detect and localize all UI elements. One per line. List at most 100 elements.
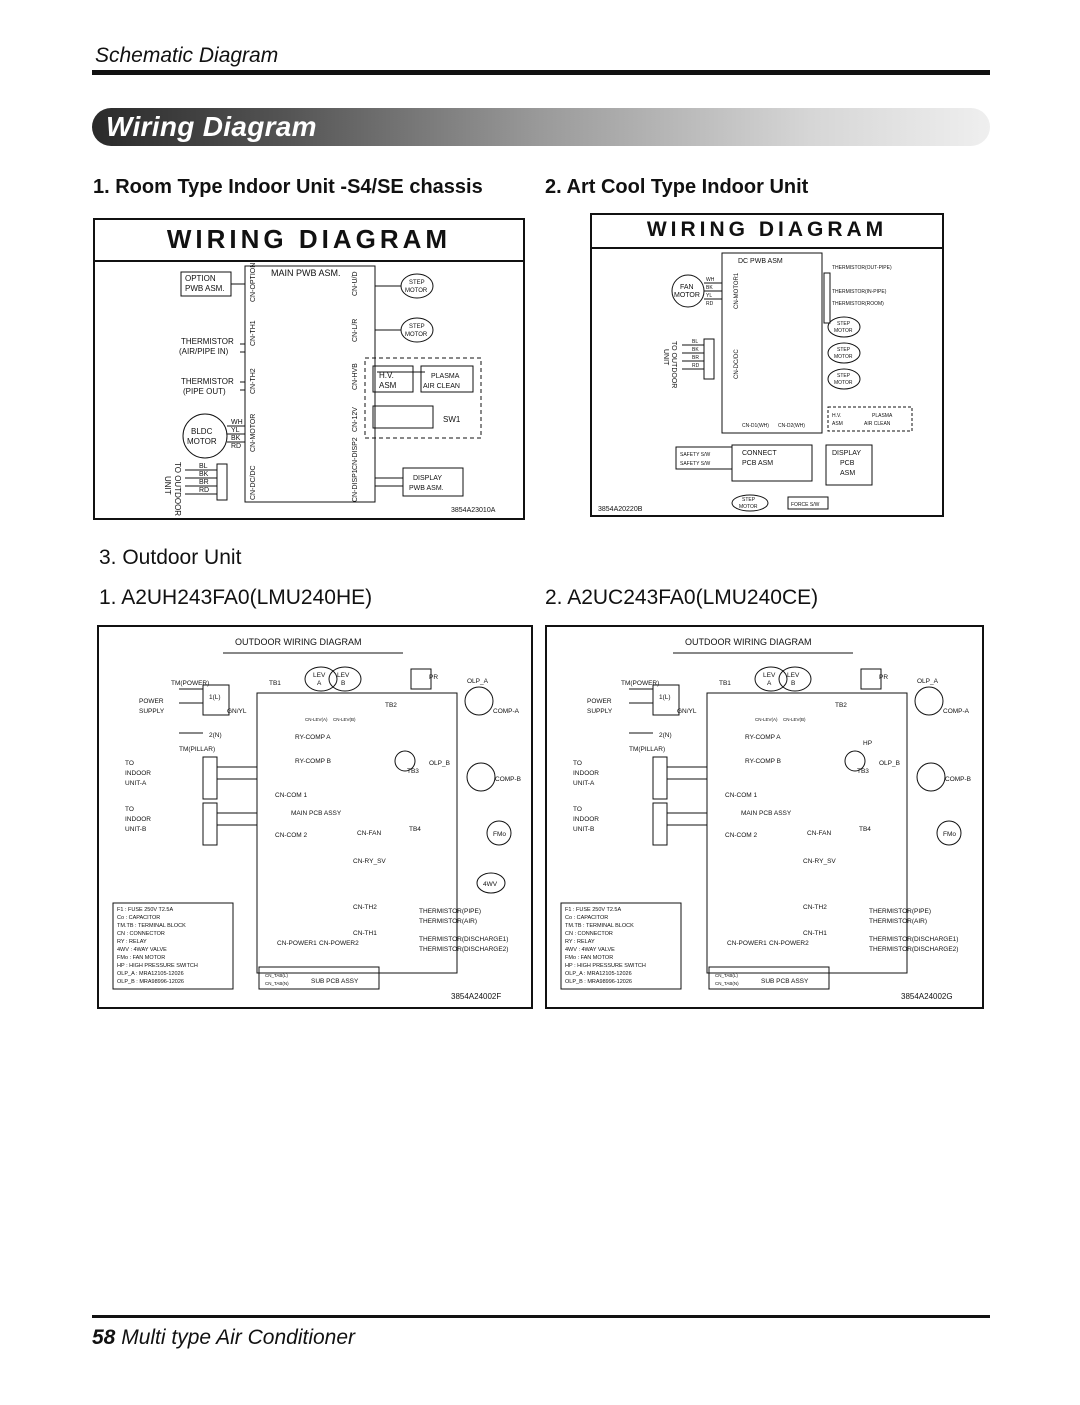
hv-label-2: ASM [832,421,843,427]
outdoor-panel-title: OUTDOOR WIRING DIAGRAM [685,637,812,647]
to-indoor-a-label: TO [573,760,582,767]
outdoor-panel-title: OUTDOOR WIRING DIAGRAM [235,637,362,647]
thermistor-dis2-label: THERMISTOR(DISCHARGE2) [869,946,958,953]
legend-item: RY : RELAY [117,939,147,945]
hv-label: H.V. [832,413,841,419]
thermistor-pipe-label-2: (PIPE OUT) [183,387,226,396]
outdoor-schematic-1: OUTDOOR WIRING DIAGRAM TM(POWER) POWER S… [112,637,521,1001]
display-pcb-label-3: ASM [840,470,855,477]
thermistor-dis1-label: THERMISTOR(DISCHARGE1) [419,936,508,943]
cn-tab-n-label: CN_TAB(N) [715,981,739,986]
tb2-label: TB2 [835,702,847,709]
display-label-2: PWB ASM. [409,485,444,492]
to-indoor-b-label-2: INDOOR [125,816,151,823]
cn-th2-label: CN-TH2 [353,904,377,911]
lev-a-label-2: A [317,680,322,687]
legend-item: CN : CONNECTOR [565,931,613,937]
step-motor-label: STEP [837,321,851,327]
step-motor-2-label-2: MOTOR [405,332,428,338]
sub-pcb-label: SUB PCB ASSY [761,978,809,985]
power-supply-label-2: SUPPLY [587,708,613,715]
to-indoor-a-label-2: INDOOR [125,770,151,777]
footer: 58 Multi type Air Conditioner [92,1326,355,1350]
outdoor-wiring-panel-1: OUTDOOR WIRING DIAGRAM TM(POWER) POWER S… [97,625,533,1009]
cn-power1-label: CN-POWER1 [727,940,767,947]
ry-comp-b-label: RY-COMP B [745,758,781,765]
fmo-label: FMo [493,831,506,838]
gn-yl-label: GN/YL [677,708,697,715]
wire-color: BR [692,355,699,361]
option-label: OPTION [185,274,216,283]
to-indoor-b-label-3: UNIT-B [125,826,146,833]
hv-label-2: ASM [379,381,397,390]
to-indoor-b-label: TO [573,806,582,813]
to-indoor-a-label-3: UNIT-A [573,780,595,787]
to-indoor-a-label: TO [125,760,134,767]
to-indoor-a-label-3: UNIT-A [125,780,147,787]
legend-item: FMo : FAN MOTOR [565,955,613,961]
cn-12v-label: CN-12V [352,407,359,432]
ry-comp-a-label: RY-COMP A [745,734,781,741]
section-label: Schematic Diagram [95,44,279,67]
cn-power2-label: CN-POWER2 [319,940,359,947]
room-code: 3854A23010A [451,507,496,514]
panel-header: WIRING DIAGRAM [592,215,942,249]
lev-b-label: LEV [787,672,800,679]
cn-hvb-label: CN-HVB [352,363,359,390]
artcool-schematic: DC PWB ASM FAN MOTOR THERMISTOR(OUT-PIPE… [598,252,913,513]
plasma-label: PLASMA [872,413,893,419]
model1-heading: 1. A2UH243FA0(LMU240HE) [99,586,373,609]
thermistor-out-pipe: THERMISTOR(OUT-PIPE) [832,265,892,271]
artcool-heading: 2. Art Cool Type Indoor Unit [545,176,809,198]
cn-dcdc-label: CN-DC/DC [250,465,257,500]
thermistor-pipe-label: THERMISTOR [181,377,234,386]
artcool-wiring-panel: WIRING DIAGRAM DC PWB ASM FAN MOTOR THER… [590,213,944,517]
thermistor-air-label: THERMISTOR(AIR) [869,918,927,925]
plasma-label: PLASMA [431,373,460,380]
wire-color: BK [231,435,241,442]
safety-sw-label: SAFETY S/W [680,452,710,458]
tb3-label: TB3 [407,768,419,775]
cn-motor1-label: CN-MOTOR1 [734,272,740,309]
power-supply-label: POWER [139,698,164,705]
lev-a-label: LEV [763,672,776,679]
legend-item: CN : CONNECTOR [117,931,165,937]
wire-color: WH [231,419,243,426]
wire-color: BK [706,285,713,291]
legend-item: RY : RELAY [565,939,595,945]
comp-b-label: COMP-B [945,776,971,783]
display-label: DISPLAY [413,475,442,482]
step-motor-label-2: MOTOR [834,328,853,334]
cn-th1-label: CN-TH1 [353,930,377,937]
cn-lev-a-label: CN-LEV(A) [755,717,778,722]
wire-color: RD [231,443,241,450]
wire-color: RD [692,363,700,369]
fan-motor-label: FAN [680,284,694,291]
wire-color: BR [199,479,209,486]
to-outdoor-label-2: UNIT [163,476,172,495]
two-n-label: 2(N) [659,732,672,739]
step-motor-2-label-2: MOTOR [834,354,853,360]
bottom-step-label-2: MOTOR [739,504,758,510]
thermistor-dis1-label: THERMISTOR(DISCHARGE1) [869,936,958,943]
cn-ud-label: CN-U/D [352,272,359,297]
outdoor-heading: 3. Outdoor Unit [99,546,242,569]
tm-power-label: TM(POWER) [171,680,209,687]
fourwv-label: 4WV [483,881,498,888]
main-pcb-label: MAIN PCB ASSY [291,810,342,817]
connect-pcb-label-2: PCB ASM [742,460,773,467]
comp-b-label: COMP-B [495,776,521,783]
section-banner [92,108,990,146]
cn-motor-label: CN-MOTOR [250,414,257,452]
footer-title: Multi type Air Conditioner [121,1326,356,1349]
to-indoor-a-label-2: INDOOR [573,770,599,777]
outdoor-schematic-2: OUTDOOR WIRING DIAGRAM TM(POWER) POWER S… [560,637,971,1001]
to-outdoor-label-2: UNIT [662,349,669,366]
wire-color: WH [706,277,715,283]
legend-item: Co : CAPACITOR [117,915,160,921]
thermistor-air-label-2: (AIR/PIPE IN) [179,347,229,356]
room-type-wiring-panel: WIRING DIAGRAM [93,218,525,520]
panel-title: WIRING DIAGRAM [166,224,452,254]
main-pcb-label: MAIN PCB ASSY [741,810,792,817]
cn-option-label: CN-OPTION [250,263,257,302]
